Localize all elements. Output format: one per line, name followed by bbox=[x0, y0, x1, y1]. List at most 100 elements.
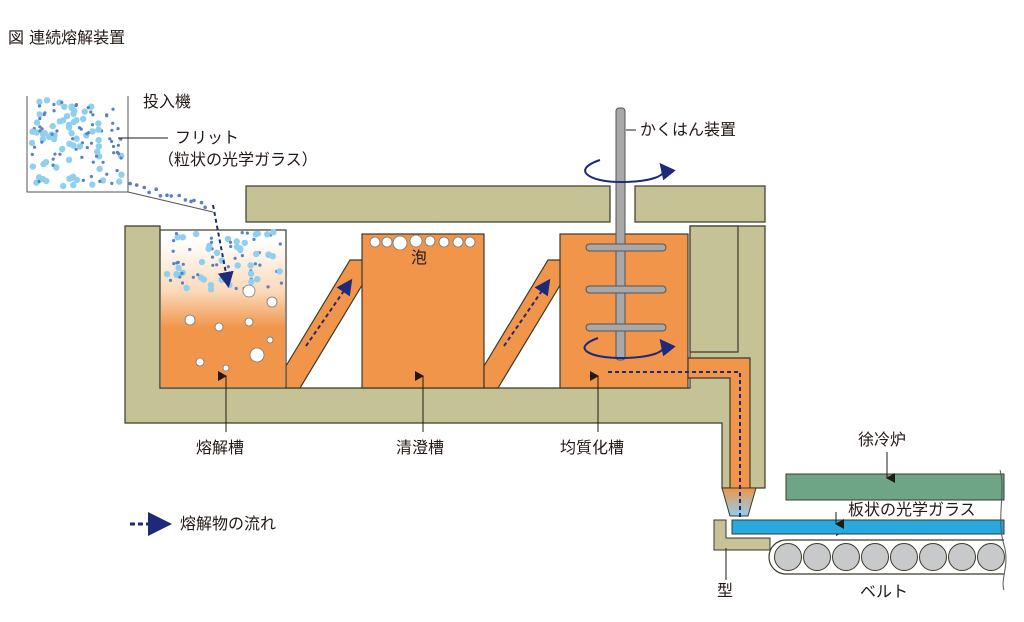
frit-particle bbox=[112, 151, 116, 155]
frit-particle bbox=[209, 236, 213, 240]
frit-particle bbox=[89, 181, 96, 188]
frit-particle bbox=[99, 177, 107, 184]
frit-particle bbox=[258, 263, 262, 267]
frit-particle bbox=[73, 135, 80, 142]
frit-particle bbox=[40, 127, 44, 131]
frit-particle bbox=[253, 250, 260, 258]
frit-particle bbox=[183, 198, 188, 202]
frit-particle bbox=[228, 274, 232, 278]
frit-particle bbox=[172, 262, 176, 266]
frit-particle bbox=[95, 126, 102, 133]
annealing-furnace bbox=[785, 473, 1005, 501]
flow-path-ch1 bbox=[305, 278, 353, 347]
frit-particle bbox=[233, 243, 241, 251]
frit-particle bbox=[95, 136, 102, 144]
frit-particle bbox=[33, 119, 41, 126]
roller bbox=[832, 543, 860, 571]
frit-particle bbox=[233, 256, 237, 260]
roller bbox=[774, 543, 802, 571]
frit-particle bbox=[200, 276, 208, 283]
frit-particle bbox=[279, 281, 283, 285]
frit-particle bbox=[169, 194, 173, 198]
rotation-arrow-bottom bbox=[583, 337, 676, 360]
hopper bbox=[26, 96, 129, 193]
frit-particle bbox=[278, 242, 282, 246]
frit-particle bbox=[211, 263, 215, 267]
frit-particle bbox=[43, 97, 51, 104]
frit-particle bbox=[224, 235, 232, 243]
label-mold: 型 bbox=[717, 581, 734, 600]
frit-particle bbox=[240, 254, 244, 258]
frit-particle bbox=[168, 278, 173, 282]
bubble bbox=[244, 317, 254, 327]
glass-sheet bbox=[731, 519, 1005, 535]
wall-column bbox=[689, 225, 739, 353]
bubble bbox=[266, 296, 278, 308]
frit-particle bbox=[52, 109, 56, 113]
frit-particle bbox=[76, 143, 84, 150]
roller bbox=[803, 543, 831, 571]
frit-particle bbox=[95, 120, 102, 127]
frit-particle bbox=[228, 240, 233, 244]
frit-particle bbox=[234, 262, 241, 269]
frit-particle bbox=[29, 163, 36, 170]
frit-particle bbox=[73, 176, 81, 183]
bubble bbox=[392, 235, 408, 251]
frit-particle bbox=[181, 262, 185, 266]
frit-particle bbox=[60, 182, 67, 190]
frit-particle bbox=[206, 242, 213, 249]
hopper-chute bbox=[127, 191, 214, 213]
frit-particle bbox=[116, 127, 120, 131]
frit-particle bbox=[234, 286, 238, 291]
frit-particle bbox=[86, 106, 90, 110]
belt-rollers bbox=[774, 543, 1005, 571]
frit-particle bbox=[276, 268, 283, 275]
bubble bbox=[222, 364, 230, 372]
frit-particle bbox=[215, 263, 219, 267]
frit-particle bbox=[96, 165, 103, 173]
frit-particle bbox=[91, 113, 95, 117]
frit-particles-hopper bbox=[28, 97, 207, 210]
frit-particle bbox=[89, 128, 96, 135]
frit-particle bbox=[80, 141, 84, 145]
bubble bbox=[242, 284, 256, 298]
frit-particle bbox=[91, 160, 95, 164]
frit-particle bbox=[119, 156, 123, 160]
furnace-cover-right bbox=[634, 185, 766, 223]
frit-particle bbox=[105, 172, 109, 176]
frit-particle bbox=[173, 270, 180, 278]
frit-particle bbox=[229, 244, 233, 249]
frit-particle bbox=[247, 262, 254, 269]
frit-particle bbox=[51, 157, 55, 161]
frit-particle bbox=[55, 129, 59, 133]
frit-particle bbox=[70, 181, 77, 189]
frit-particle bbox=[36, 111, 43, 118]
frit-particle bbox=[74, 104, 78, 108]
bubble bbox=[438, 236, 450, 248]
frit-particle bbox=[41, 130, 48, 137]
frit-particle bbox=[171, 249, 175, 253]
frit-particle bbox=[111, 107, 115, 111]
frit-particle bbox=[94, 148, 101, 155]
frit-particle bbox=[180, 281, 185, 285]
frit-particle bbox=[68, 130, 75, 137]
frit-particle bbox=[90, 123, 95, 127]
frit-particle bbox=[240, 231, 244, 235]
frit-particle bbox=[89, 174, 93, 179]
frit-particles-tank bbox=[163, 229, 283, 293]
frit-particle bbox=[226, 265, 230, 269]
bubble bbox=[249, 347, 265, 363]
melting-tank-wall bbox=[159, 229, 287, 389]
frit-particle bbox=[172, 239, 176, 243]
frit-particle bbox=[245, 231, 249, 235]
frit-particle bbox=[53, 152, 57, 156]
label-stirrer: かくはん装置 bbox=[640, 120, 737, 139]
frit-particle bbox=[77, 126, 82, 130]
frit-particle bbox=[154, 187, 158, 191]
frit-particle bbox=[115, 150, 119, 154]
furnace-cover-left bbox=[245, 185, 611, 223]
frit-particle bbox=[28, 139, 36, 147]
label-feeder: 投入機 bbox=[143, 92, 192, 111]
stirrer-blade-1 bbox=[585, 243, 667, 252]
label-frit-note: （粒状の光学ガラス） bbox=[158, 150, 318, 169]
